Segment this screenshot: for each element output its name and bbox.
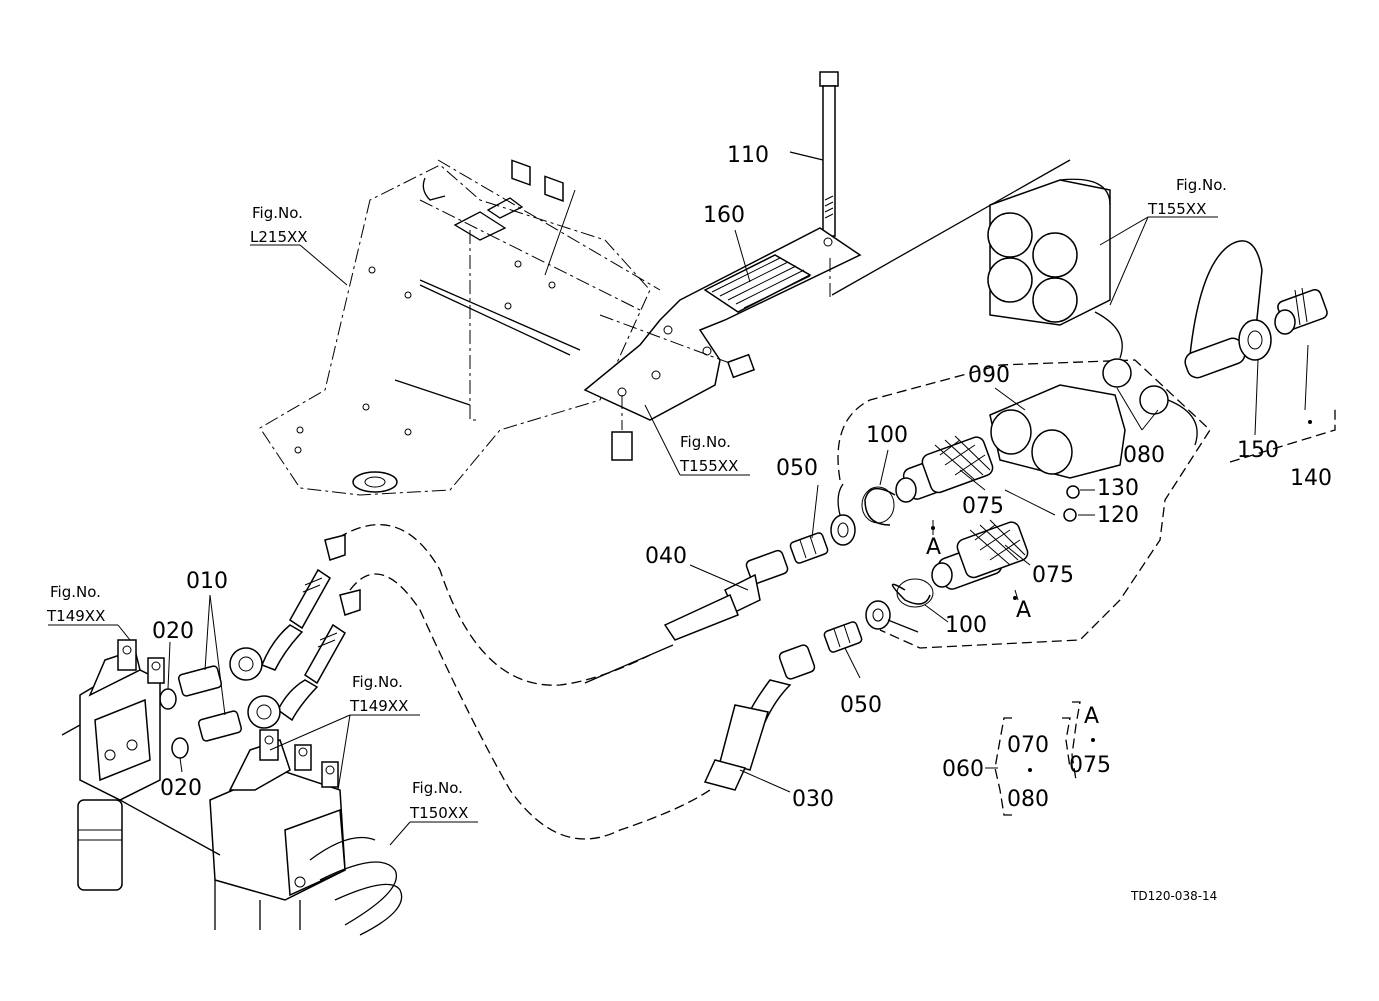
dust-caps-080 bbox=[1094, 311, 1198, 446]
figure-reference-labels: Fig.No. L215XX Fig.No. T155XX Fig.No. T1… bbox=[46, 176, 1227, 822]
legend-label-a: A bbox=[1084, 704, 1099, 729]
fig-ref-t149-left-title: Fig.No. bbox=[50, 583, 101, 601]
part-label-100-upper: 100 bbox=[866, 423, 908, 448]
part-label-050-lower: 050 bbox=[840, 693, 882, 718]
assembly-outline bbox=[837, 359, 1211, 649]
fig-ref-t155-lower-code: T155XX bbox=[679, 457, 738, 475]
part-label-090: 090 bbox=[968, 363, 1010, 388]
fig-ref-l215-title: Fig.No. bbox=[252, 204, 303, 222]
coupler-block-reference bbox=[987, 178, 1111, 326]
part-label-160: 160 bbox=[703, 203, 745, 228]
legend-label-080: 080 bbox=[1007, 787, 1049, 812]
bolt-110 bbox=[789, 71, 839, 237]
leader-lines bbox=[48, 216, 1309, 846]
part-label-140: 140 bbox=[1290, 466, 1332, 491]
part-label-030: 030 bbox=[792, 787, 834, 812]
snap-rings-100 bbox=[861, 486, 934, 608]
block-090 bbox=[989, 384, 1126, 522]
pipes-t150 bbox=[309, 836, 403, 936]
adaptor-050-lower bbox=[823, 621, 863, 653]
part-label-040: 040 bbox=[645, 544, 687, 569]
fig-ref-t149-right-code: T149XX bbox=[349, 697, 408, 715]
part-label-010: 010 bbox=[186, 569, 228, 594]
fig-ref-t149-right-title: Fig.No. bbox=[352, 673, 403, 691]
part-label-075-lower: 075 bbox=[1032, 563, 1074, 588]
o-rings-020 bbox=[159, 688, 189, 759]
hose-040 bbox=[584, 549, 789, 684]
adapters-010 bbox=[177, 665, 243, 742]
fig-ref-l215-code: L215XX bbox=[250, 228, 308, 246]
part-label-020-upper: 020 bbox=[152, 619, 194, 644]
part-label-020-lower: 020 bbox=[160, 776, 202, 801]
part-number-labels: 110 160 090 080 100 075 130 120 075 100 … bbox=[152, 143, 1332, 812]
control-valve-left bbox=[61, 639, 165, 891]
part-label-050-upper: 050 bbox=[776, 456, 818, 481]
marker-labels: A A bbox=[926, 535, 1031, 623]
fig-ref-t155-lower-title: Fig.No. bbox=[680, 433, 731, 451]
fig-ref-t150-title: Fig.No. bbox=[412, 779, 463, 797]
part-label-100-lower: 100 bbox=[945, 613, 987, 638]
marker-a-lower: A bbox=[1016, 598, 1031, 623]
part-label-130: 130 bbox=[1097, 476, 1139, 501]
hose-path-040 bbox=[337, 524, 651, 686]
control-valve-right bbox=[119, 729, 346, 930]
part-label-110: 110 bbox=[727, 143, 769, 168]
legend-labels: 060 070 080 A 075 bbox=[942, 704, 1111, 812]
hose-030 bbox=[703, 644, 816, 791]
legend-label-060: 060 bbox=[942, 757, 984, 782]
marker-a-upper: A bbox=[926, 535, 941, 560]
drawing-code: TD120-038-14 bbox=[1130, 889, 1217, 903]
pin-150 bbox=[1184, 240, 1272, 379]
legend-060-bracket bbox=[985, 701, 1095, 816]
legend-label-075: 075 bbox=[1069, 753, 1111, 778]
adaptor-050-upper bbox=[789, 532, 829, 564]
part-label-120: 120 bbox=[1097, 503, 1139, 528]
coupler-140 bbox=[1229, 287, 1336, 463]
fig-ref-t155-upper-title: Fig.No. bbox=[1176, 176, 1227, 194]
fig-ref-t150-code: T150XX bbox=[409, 804, 468, 822]
chain-washers bbox=[830, 483, 919, 633]
legend-label-070: 070 bbox=[1007, 733, 1049, 758]
part-label-075-upper: 075 bbox=[962, 494, 1004, 519]
part-label-150: 150 bbox=[1237, 438, 1279, 463]
frame-bracket-assembly bbox=[259, 159, 661, 496]
part-label-080: 080 bbox=[1123, 443, 1165, 468]
hose-fittings-left bbox=[229, 534, 361, 729]
plate-160 bbox=[583, 227, 862, 461]
hose-path-030 bbox=[349, 573, 711, 840]
quick-coupler-075-upper bbox=[895, 435, 994, 503]
fig-ref-t155-upper-code: T155XX bbox=[1147, 200, 1206, 218]
fig-ref-t149-left-code: T149XX bbox=[46, 607, 105, 625]
quick-coupler-075-lower bbox=[931, 519, 1029, 590]
